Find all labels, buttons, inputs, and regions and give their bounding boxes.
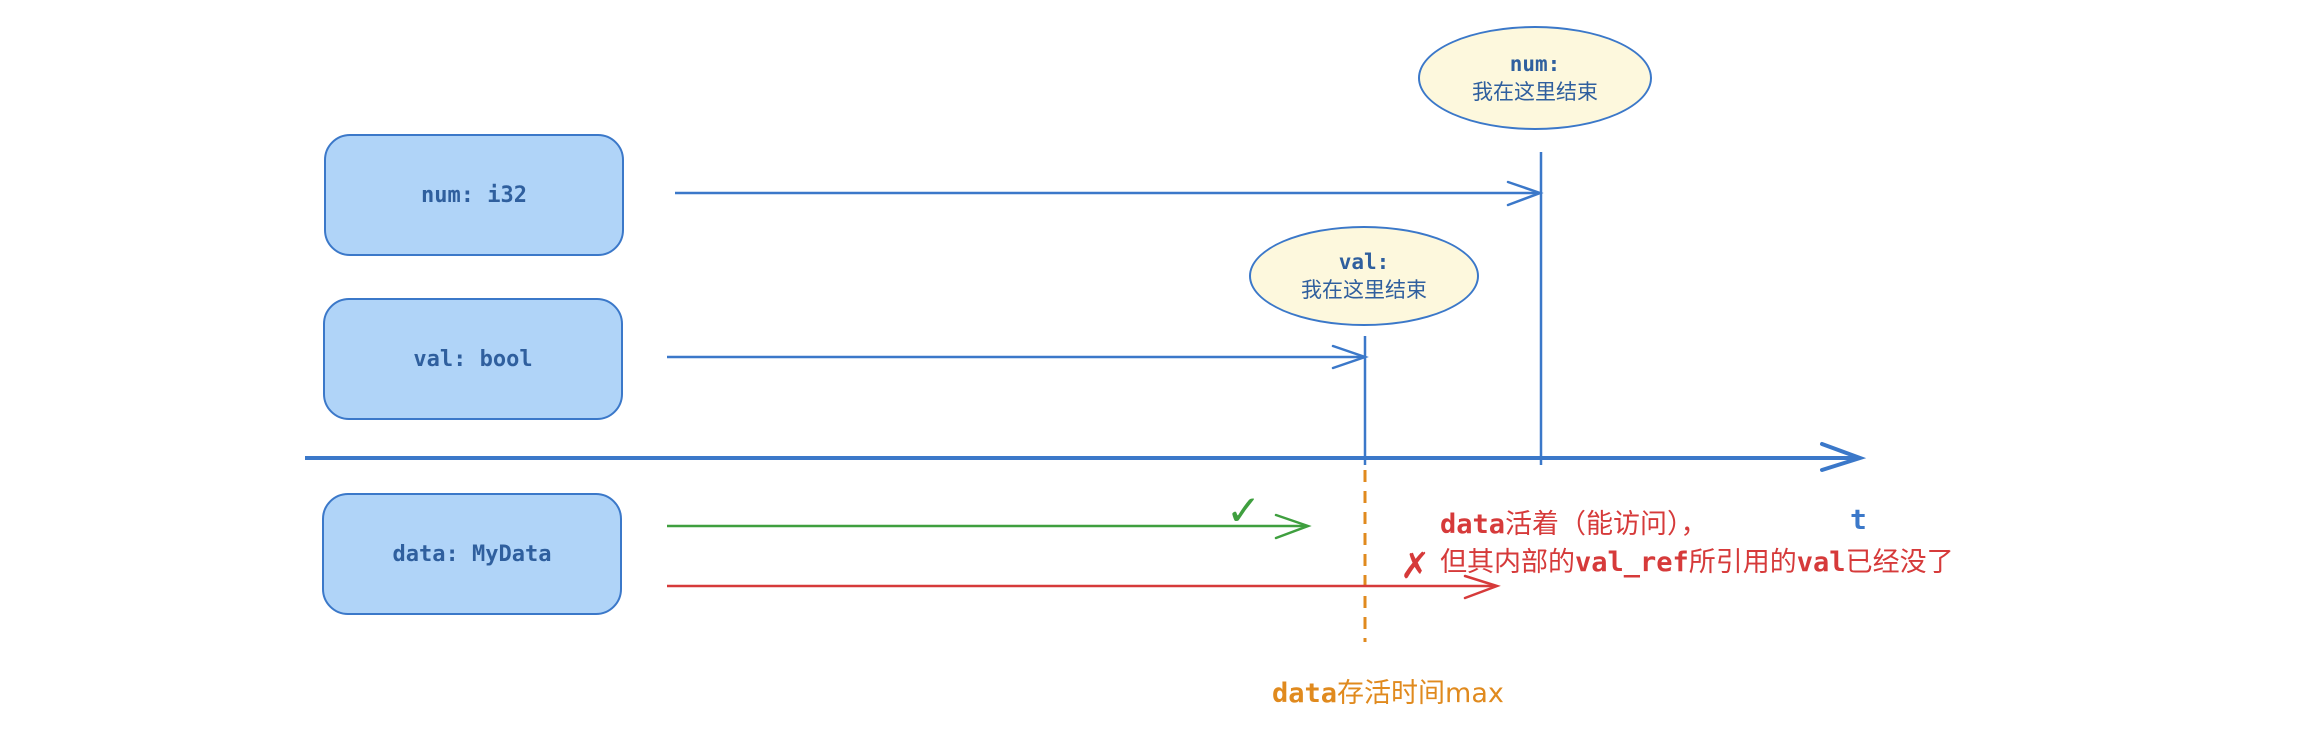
time-axis-arrowhead [1820, 442, 1867, 472]
val-ref-dangling-note: data活着（能访问）， 但其内部的val_ref所引用的val已经没了 [1440, 506, 1954, 582]
val-ref-invalid-arrowhead [1463, 574, 1501, 600]
bubble-val-name: val: [1338, 250, 1390, 274]
time-axis-label: t [1850, 503, 1867, 536]
variable-label-val: val: bool [413, 346, 533, 372]
note-line-1: data活着（能访问）， [1440, 509, 1708, 540]
bubble-val-end: val: 我在这里结束 [1249, 226, 1479, 326]
bubble-num-text: 我在这里结束 [1472, 80, 1598, 104]
variable-label-data: data: MyData [392, 541, 552, 567]
bubble-num-end: num: 我在这里结束 [1418, 26, 1652, 130]
variable-box-num: num: i32 [324, 134, 624, 256]
data-alive-arrowhead [1274, 513, 1312, 540]
bubble-num-name: num: [1509, 52, 1561, 76]
check-icon: ✓ [1226, 486, 1262, 535]
variable-label-num: num: i32 [421, 182, 527, 208]
data-max-lifetime-label: data存活时间max [1272, 678, 1504, 709]
note-line-2: 但其内部的val_ref所引用的val已经没了 [1440, 547, 1954, 578]
variable-box-data: data: MyData [322, 493, 622, 615]
bubble-val-text: 我在这里结束 [1301, 278, 1427, 302]
cross-icon: ✗ [1400, 546, 1431, 587]
variable-box-val: val: bool [323, 298, 623, 420]
